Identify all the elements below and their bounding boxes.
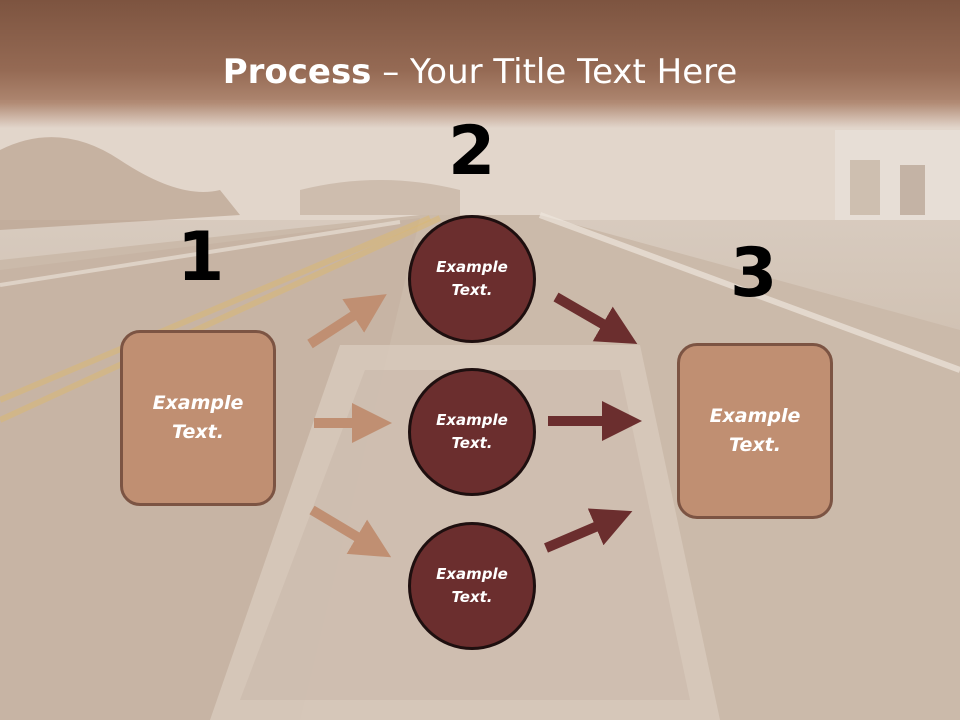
title-rest: – Your Title Text Here: [371, 52, 738, 92]
slide-title: Process – Your Title Text Here: [0, 52, 960, 92]
circle-top-text: Example Text.: [436, 258, 508, 299]
circle-bottom: Example Text.: [408, 522, 536, 650]
step-3-text: Example Text.: [709, 405, 801, 456]
title-bold: Process: [222, 52, 372, 92]
circle-middle-text: Example Text.: [436, 411, 508, 452]
arrow-1-to-bottom: [309, 505, 392, 558]
circle-top: Example Text.: [408, 215, 536, 343]
step-number-1: 1: [177, 218, 225, 297]
arrow-bottom-to-3: [544, 508, 633, 553]
step-number-2: 2: [448, 112, 496, 191]
circle-bottom-text: Example Text.: [436, 565, 508, 606]
step-1-box: Example Text.: [120, 330, 276, 506]
step-1-text: Example Text.: [152, 392, 244, 443]
arrow-top-to-3: [553, 292, 638, 345]
step-number-3: 3: [730, 234, 778, 313]
circle-middle: Example Text.: [408, 368, 536, 496]
title-bar: [0, 0, 960, 128]
step-3-box: Example Text.: [677, 343, 833, 519]
arrow-1-to-top: [307, 294, 387, 349]
